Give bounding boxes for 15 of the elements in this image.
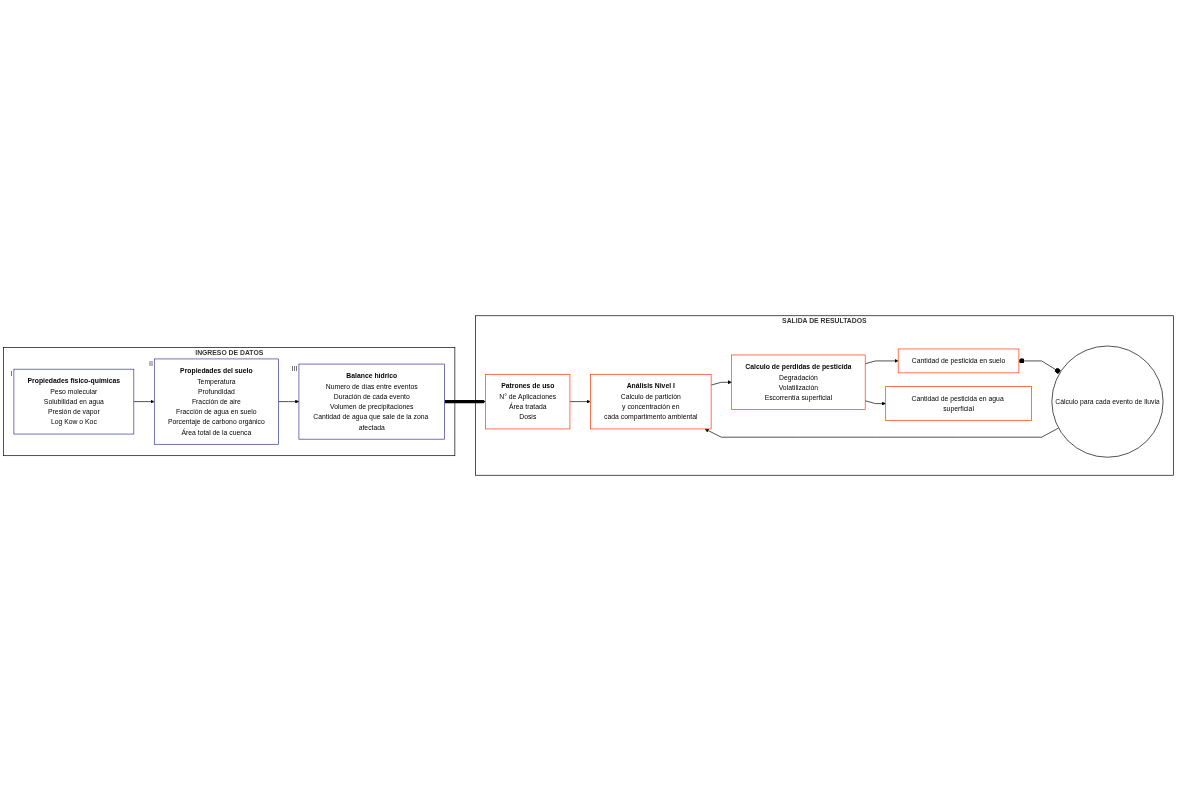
node-box [897,348,1020,374]
node-box [13,368,135,435]
node-box [590,373,712,430]
node-circle [1051,345,1164,458]
node-box [485,373,571,430]
roman-numeral: II [148,359,153,369]
arrow [444,399,486,404]
node-box [731,354,866,410]
roman-numeral: I [10,369,13,379]
cluster [475,315,1174,476]
cluster [3,347,456,456]
roman-numeral: III [291,364,298,374]
node-box [153,358,279,445]
node-box [885,386,1032,421]
node-box [298,363,445,440]
